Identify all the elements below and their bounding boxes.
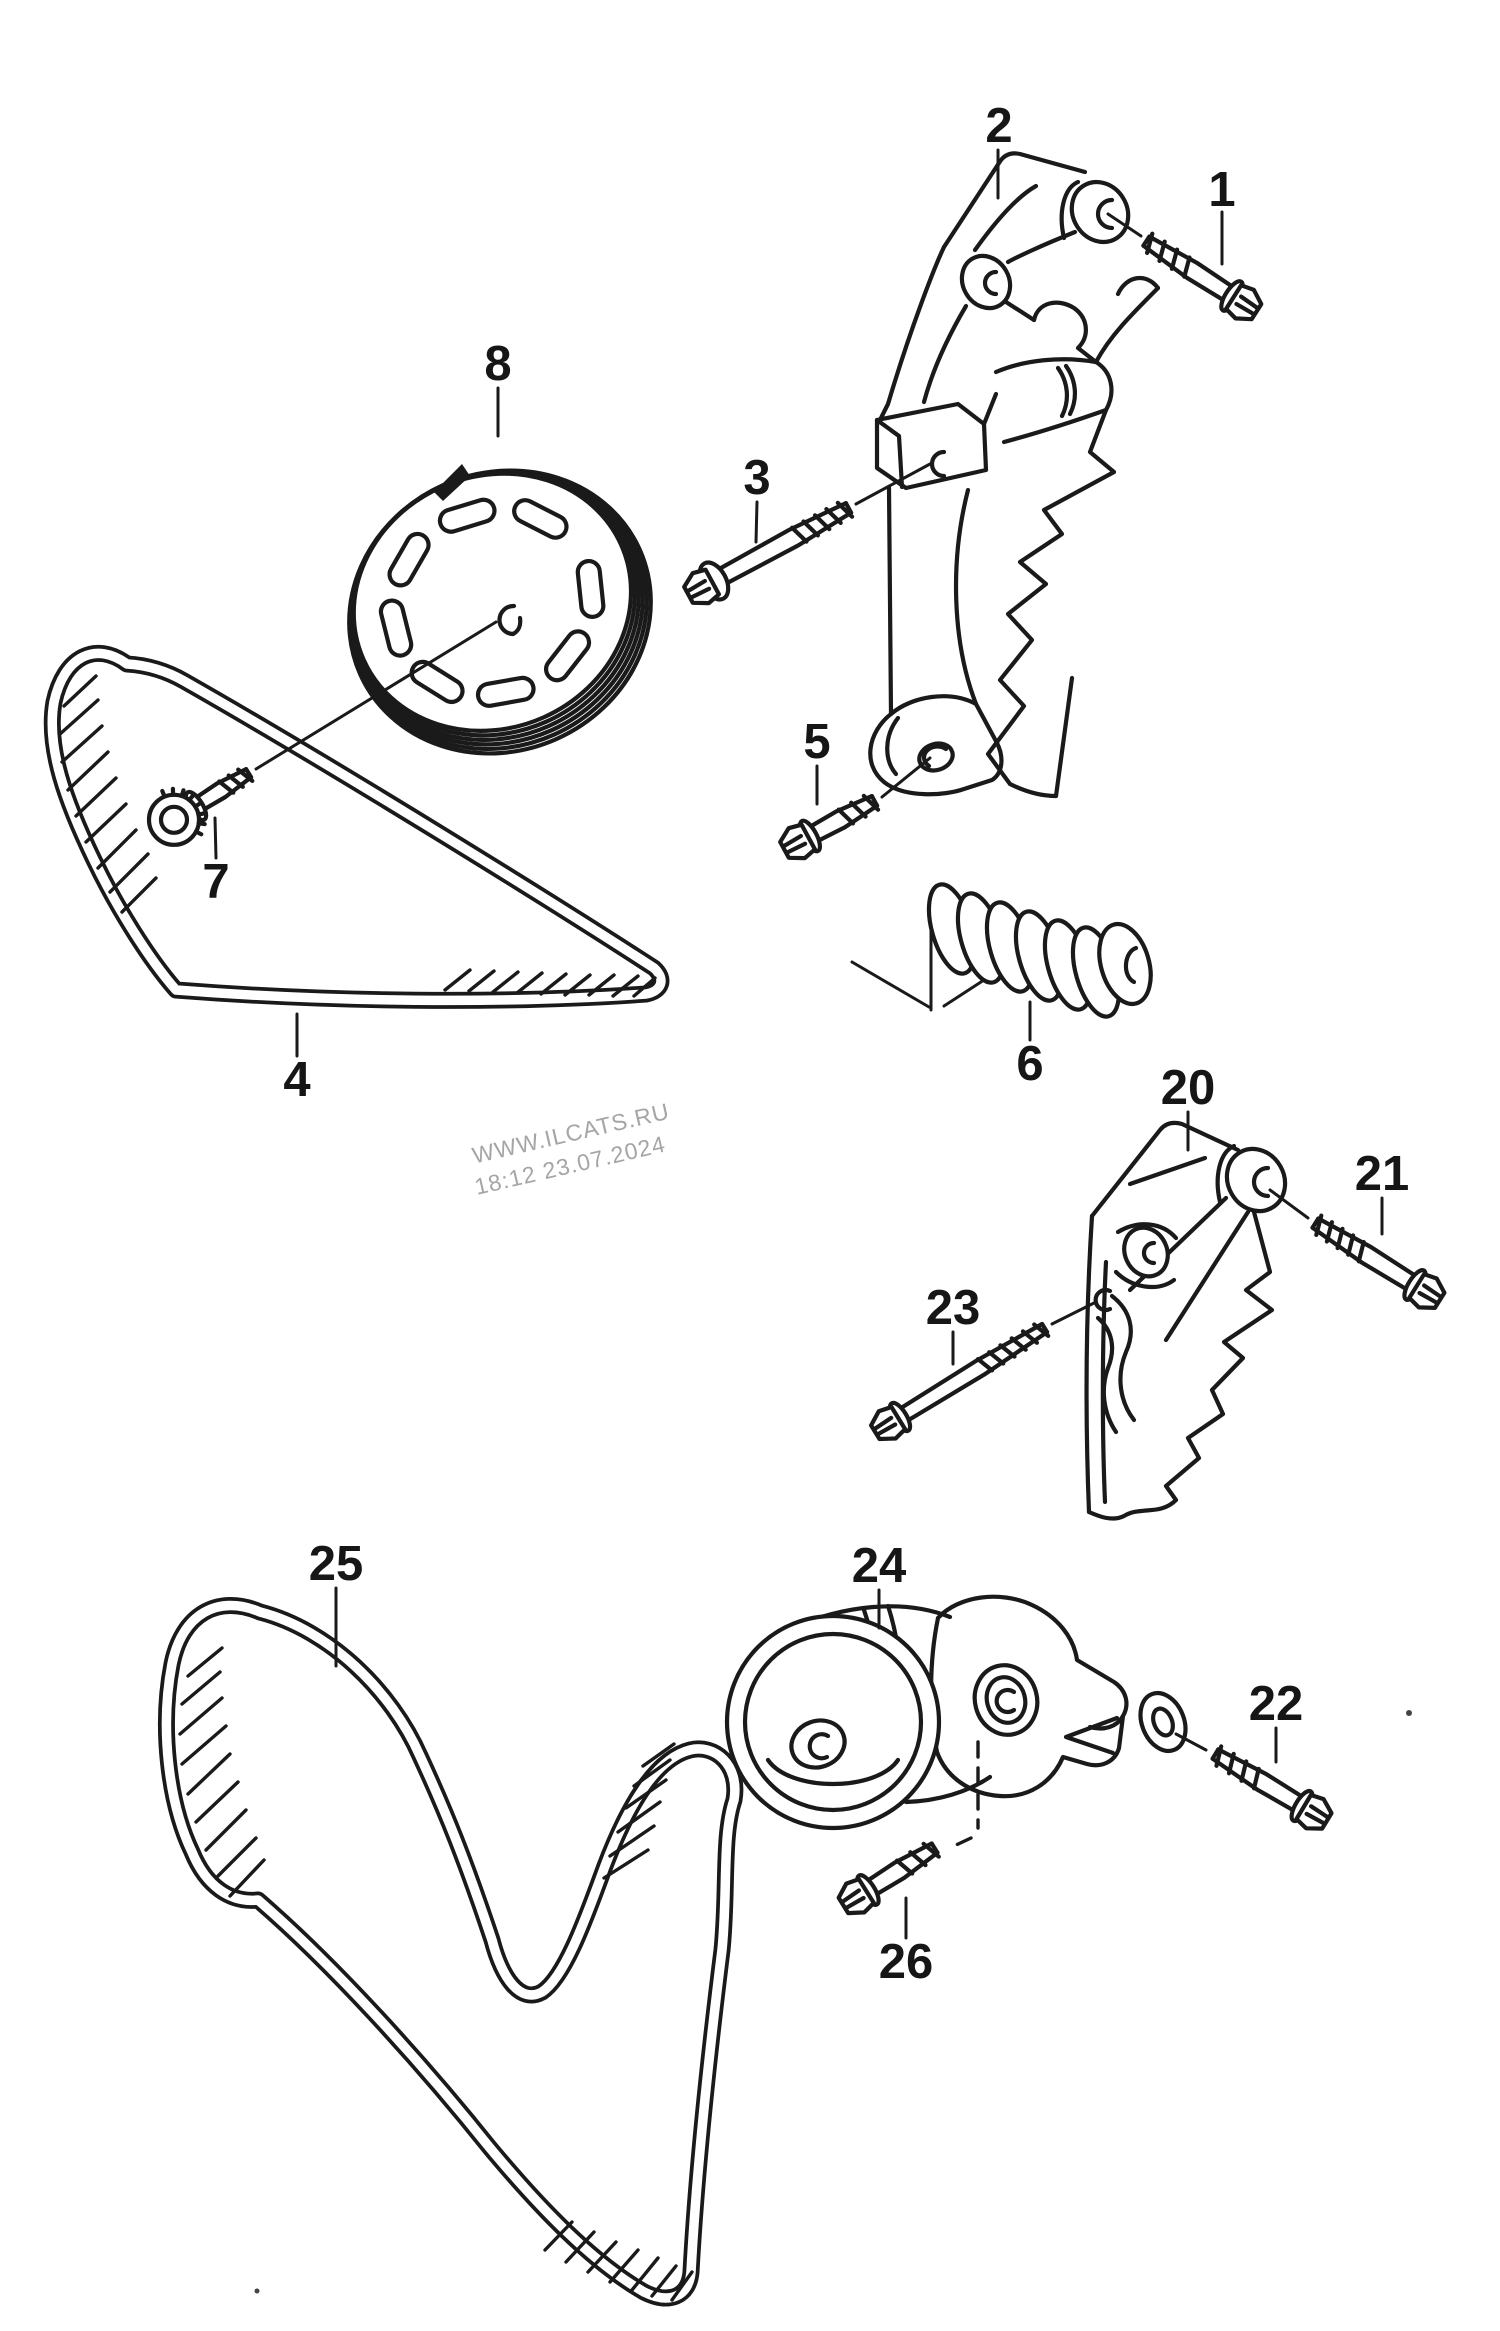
callout-labels: 1 2 3 4 5 6 7 8 20 21 22 23 24 25 26 (202, 99, 1409, 1989)
belt-rib-hatching (58, 674, 158, 914)
part-26-bolt (836, 1841, 941, 1916)
callout-4[interactable]: 4 (283, 1053, 310, 1107)
torn-edge (985, 407, 1117, 787)
pointer-bolt1 (1106, 212, 1143, 238)
callout-5[interactable]: 5 (803, 715, 830, 769)
torn-edge (1086, 1209, 1275, 1521)
rim-shadow-wedge (434, 464, 470, 501)
part-7-bolt (146, 767, 255, 847)
leader-3 (754, 500, 759, 544)
pointer-bolt21 (1268, 1188, 1310, 1220)
part-1-bolt (1141, 231, 1264, 322)
part-5-bolt (778, 793, 881, 861)
leader-7 (213, 816, 218, 860)
callout-3[interactable]: 3 (743, 451, 770, 505)
callout-25[interactable]: 25 (309, 1537, 364, 1591)
belt-rib-hatching (178, 1646, 266, 1898)
callout-6[interactable]: 6 (1016, 1037, 1043, 1091)
part-24-tensioner (724, 1594, 1129, 1848)
part-3-bolt (682, 500, 855, 606)
callout-26[interactable]: 26 (879, 1935, 934, 1989)
callout-21[interactable]: 21 (1355, 1147, 1410, 1201)
callout-8[interactable]: 8 (484, 337, 511, 391)
belt-rib-hatching (543, 2220, 694, 2302)
pulley-center-hole (497, 603, 517, 637)
callout-22[interactable]: 22 (1249, 1677, 1304, 1731)
belt-rib-hatching (443, 968, 657, 998)
pointer-bolt3 (854, 462, 932, 506)
pointer-bolt7 (254, 620, 498, 771)
watermark: WWW.ILCATS.RU 18:12 23.07.2024 (470, 1098, 672, 1200)
callout-24[interactable]: 24 (852, 1539, 907, 1593)
tensioner-bolt-hole (994, 1687, 1017, 1715)
bracket-bolt-hole (929, 449, 947, 479)
part-8-pulley (347, 464, 653, 756)
part-21-bolt (1310, 1213, 1447, 1310)
part-4-ribbed-belt (43, 644, 670, 1009)
callout-20[interactable]: 20 (1161, 1061, 1216, 1115)
pointer-bolt5 (880, 756, 932, 799)
belt-rib-hatching (602, 1742, 676, 1880)
pulley-lightening-slots (378, 497, 606, 708)
callout-7[interactable]: 7 (202, 855, 229, 909)
callout-2[interactable]: 2 (985, 99, 1012, 153)
part-22-bolt (1210, 1744, 1334, 1831)
leader-lines (213, 148, 1384, 1940)
scan-speck (254, 2288, 260, 2294)
part-6-spring (850, 882, 1153, 1019)
part-2-bracket (868, 151, 1161, 799)
part-20-bracket (1084, 1120, 1288, 1521)
part-25-ribbed-belt (158, 1597, 744, 2307)
pointer-washer22 (1174, 1732, 1208, 1752)
part-23-bolt (869, 1321, 1051, 1442)
part-22-washer (1138, 1690, 1188, 1754)
pointer-bolt23 (1050, 1301, 1096, 1326)
bracket-bolt-hole (1093, 1287, 1113, 1313)
scan-speck (1406, 1710, 1412, 1716)
callout-23[interactable]: 23 (926, 1281, 981, 1335)
callout-1[interactable]: 1 (1208, 163, 1235, 217)
